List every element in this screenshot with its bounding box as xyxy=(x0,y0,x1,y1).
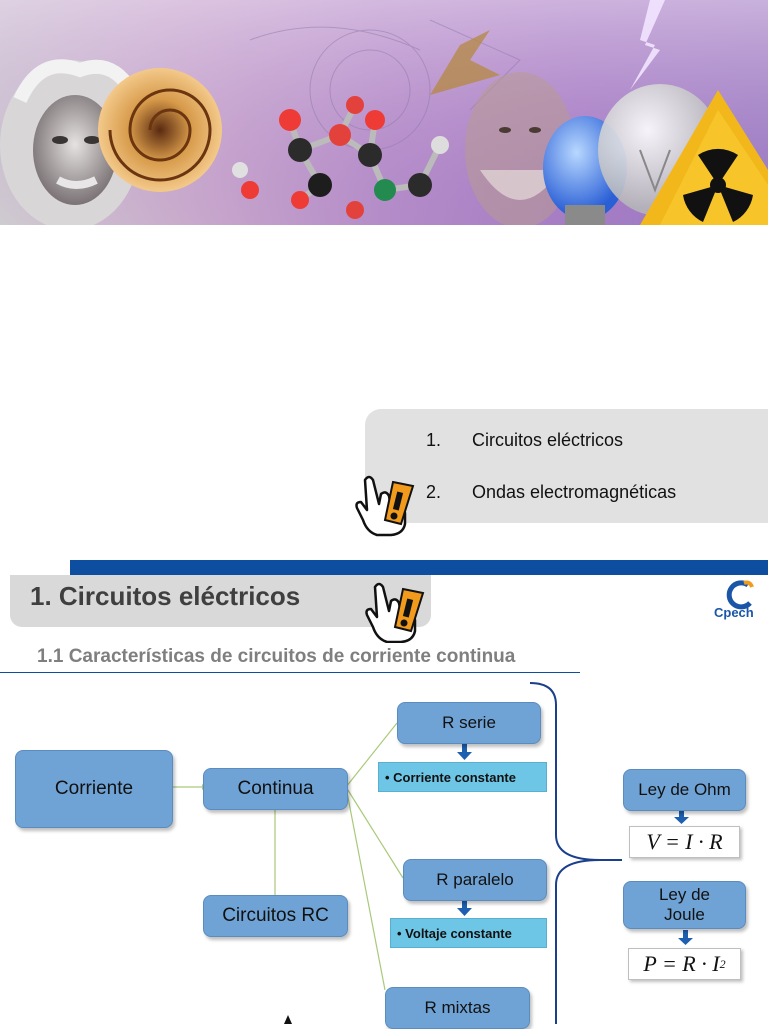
agenda-item-number: 1. xyxy=(426,430,442,450)
r-serie-note: • Corriente constante xyxy=(378,762,547,792)
ley-joule-box[interactable]: Ley de Joule xyxy=(623,881,746,929)
hand-pointer-warning-icon xyxy=(365,582,425,643)
r-paralelo-box[interactable]: R paralelo xyxy=(403,859,547,901)
ley-joule-label-line1: Ley de xyxy=(658,885,711,904)
ley-ohm-formula-text: V = I · R xyxy=(646,829,723,854)
subtitle-underline xyxy=(0,672,580,673)
cpech-logo-text: Cpech xyxy=(714,605,754,620)
ley-joule-formula-exponent: 2 xyxy=(719,956,726,971)
section-divider-bar xyxy=(70,560,768,575)
diagram-connectors xyxy=(172,682,693,1024)
r-paralelo-label: R paralelo xyxy=(436,870,514,889)
agenda-item-label: Circuitos eléctricos xyxy=(472,430,624,450)
ley-ohm-box[interactable]: Ley de Ohm xyxy=(623,769,746,811)
molecule-icon xyxy=(232,96,449,219)
r-paralelo-note: • Voltaje constante xyxy=(390,918,547,948)
agenda-box xyxy=(365,409,768,523)
section-title: 1. Circuitos eléctricos xyxy=(30,581,301,611)
agenda-item-number: 2. xyxy=(426,482,442,502)
section-subtitle: 1.1 Características de circuitos de corr… xyxy=(37,646,516,667)
agenda-item-label: Ondas electromagnéticas xyxy=(472,482,677,502)
corriente-box[interactable]: Corriente xyxy=(15,750,173,828)
radiation-icon xyxy=(640,90,768,225)
ley-ohm-formula: V = I · R xyxy=(629,826,740,858)
corriente-label: Corriente xyxy=(54,778,134,799)
r-mixtas-box[interactable]: R mixtas xyxy=(385,987,530,1029)
r-serie-note-text: Corriente constante xyxy=(393,769,516,785)
r-serie-box[interactable]: R serie xyxy=(397,702,541,744)
continua-label: Continua xyxy=(237,778,314,799)
hand-pointer-warning-icon xyxy=(355,475,415,537)
ley-joule-formula-text: P = R · I xyxy=(643,951,720,976)
r-paralelo-note-text: Voltaje constante xyxy=(405,925,512,941)
lightbulb-icon xyxy=(543,84,722,225)
header-banner xyxy=(0,0,768,225)
circuitos-rc-label: Circuitos RC xyxy=(222,905,329,926)
r-serie-label: R serie xyxy=(442,713,496,732)
circuitos-rc-box[interactable]: Circuitos RC xyxy=(203,895,348,937)
continua-box[interactable]: Continua xyxy=(203,768,348,810)
cpech-logo-icon xyxy=(726,580,754,610)
banner-collage-image xyxy=(0,0,768,225)
title-box xyxy=(10,575,431,627)
r-mixtas-label: R mixtas xyxy=(424,998,491,1017)
ley-ohm-label: Ley de Ohm xyxy=(638,780,731,799)
ley-joule-label-line2: Joule xyxy=(664,905,705,924)
